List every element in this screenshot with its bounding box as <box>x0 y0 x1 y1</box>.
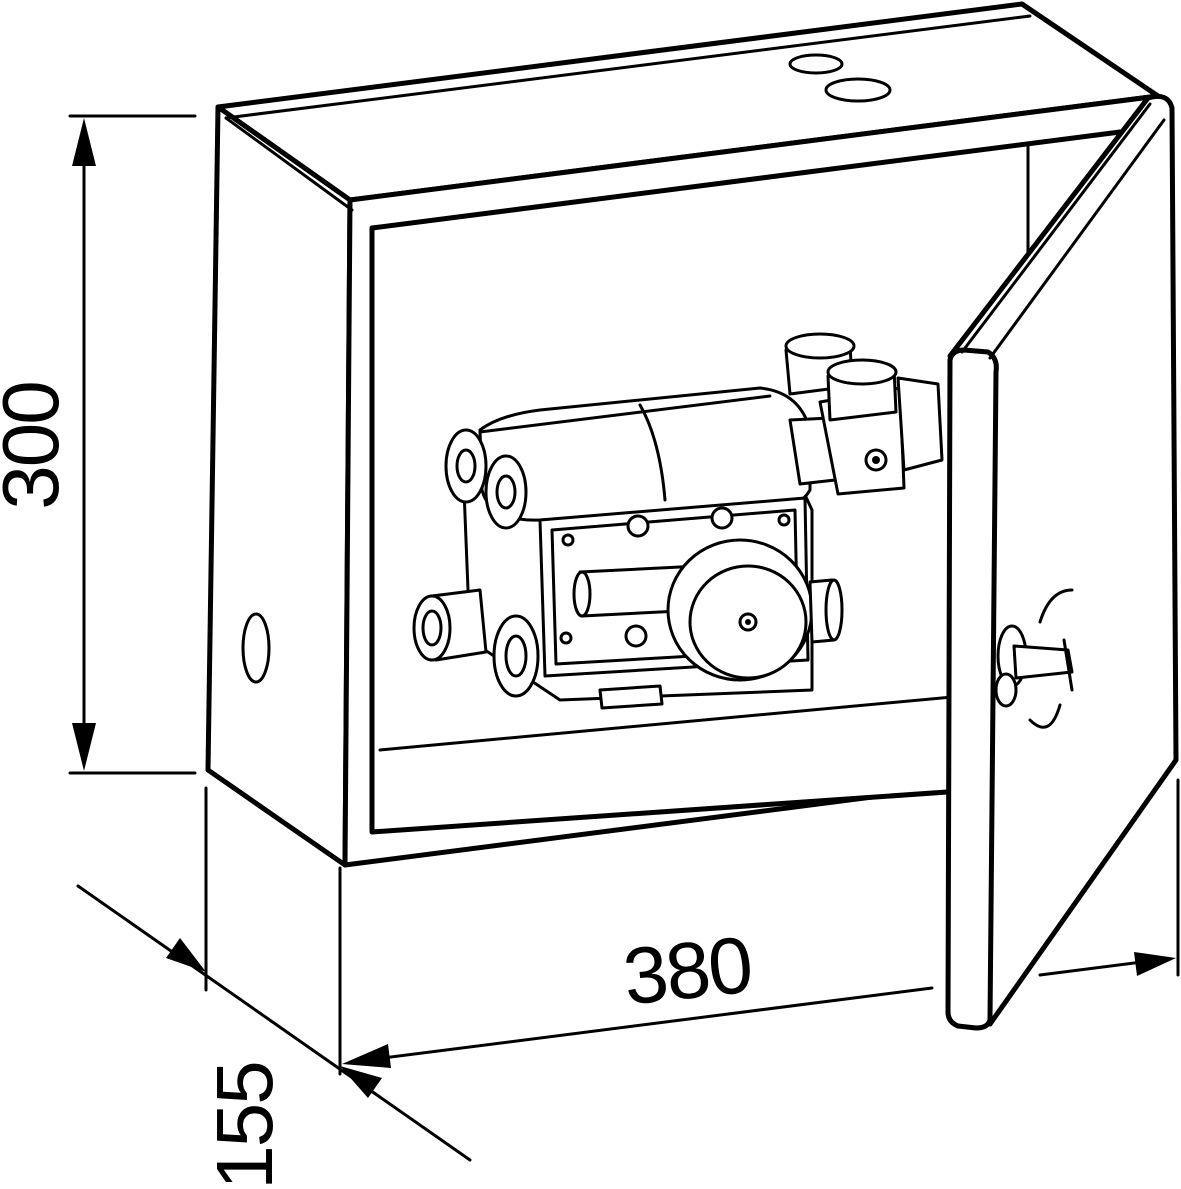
left-inlet-opening <box>412 594 452 662</box>
arrow-head-icon <box>166 938 206 972</box>
valve-unit <box>412 332 944 710</box>
depth-dimension-label: 155 <box>200 1062 289 1189</box>
left-lower-nut <box>484 454 528 530</box>
depth-dimension-line <box>76 884 472 1162</box>
height-dimension-label: 300 <box>0 382 75 509</box>
width-dimension-label: 380 <box>619 920 755 1022</box>
side-knockout-hole <box>241 612 271 684</box>
arrow-head-icon <box>342 1044 391 1068</box>
left-upper-nut <box>444 428 488 504</box>
lock-key-icon <box>994 588 1074 729</box>
cabinet-left-face <box>205 104 353 868</box>
arrow-head-icon <box>72 118 96 166</box>
top-knockout-hole-1 <box>788 53 844 75</box>
cabinet-door <box>945 93 1179 1031</box>
arrow-head-icon <box>72 723 96 771</box>
interior-floor-edge <box>378 688 1030 752</box>
top-fitting-assembly <box>784 332 944 496</box>
door-panel <box>945 347 999 1031</box>
bolt-icon <box>624 506 734 648</box>
width-dimension-line <box>350 986 934 1064</box>
left-lower-fitting <box>492 614 540 698</box>
dimension-lines <box>68 114 1180 1162</box>
arrow-head-icon <box>340 1066 382 1098</box>
arrow-head-icon <box>1134 952 1176 976</box>
top-knockout-hole-2 <box>824 77 892 103</box>
